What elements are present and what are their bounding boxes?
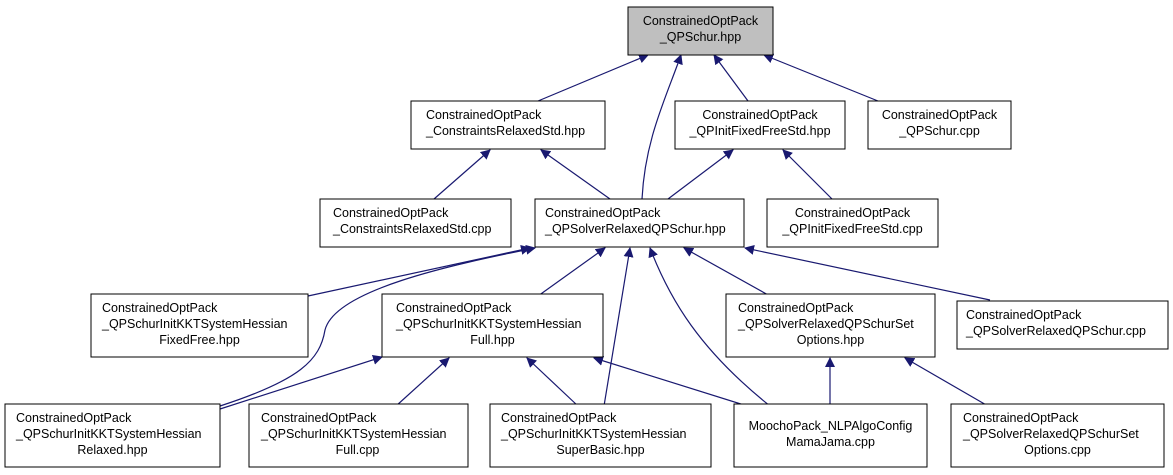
node-label: ConstrainedOptPack: [963, 411, 1079, 425]
node-qpschur-cpp[interactable]: ConstrainedOptPack _QPSchur.cpp: [867, 100, 1012, 150]
node-label: ConstrainedOptPack: [795, 206, 911, 220]
node-label: ConstrainedOptPack: [702, 108, 818, 122]
edge-solver-cpp-to-solver-hpp: [744, 244, 991, 301]
node-constraints-relaxed-std-hpp[interactable]: ConstrainedOptPack _ConstraintsRelaxedSt…: [410, 100, 606, 150]
node-label: Options.hpp: [797, 333, 864, 347]
edge-superbasic-hpp-to-full-hpp: [526, 357, 579, 407]
node-qpinit-fixed-free-std-cpp[interactable]: ConstrainedOptPack _QPInitFixedFreeStd.c…: [766, 198, 939, 248]
node-label: Relaxed.hpp: [77, 443, 147, 457]
node-qpschur-hpp[interactable]: ConstrainedOptPack _QPSchur.hpp: [627, 6, 774, 56]
node-label: ConstrainedOptPack: [396, 301, 512, 315]
edge-solver-hpp-to-root: [641, 54, 683, 200]
node-label: _QPSchurInitKKTSystemHessian: [15, 427, 202, 441]
node-label: _QPSchur.cpp: [898, 124, 980, 138]
node-label: _QPSchur.hpp: [659, 30, 741, 44]
node-label: MoochoPack_NLPAlgoConfig: [749, 419, 913, 433]
edge-qpschur-cpp-to-root: [763, 53, 879, 102]
node-label: ConstrainedOptPack: [882, 108, 998, 122]
edge-crs-hpp-to-root: [537, 53, 649, 102]
edge-solver-hpp-to-qpi-hpp: [667, 149, 734, 200]
node-label: ConstrainedOptPack: [966, 308, 1082, 322]
edge-qpi-hpp-to-root: [713, 54, 749, 102]
edge-moocho-cpp-to-solver-hpp: [648, 247, 771, 407]
node-qpsolver-set-options-cpp[interactable]: ConstrainedOptPack _QPSolverRelaxedQPSch…: [950, 403, 1165, 468]
node-label: _QPSchurInitKKTSystemHessian: [395, 317, 582, 331]
node-label: ConstrainedOptPack: [545, 206, 661, 220]
node-kkt-hessian-relaxed-hpp[interactable]: ConstrainedOptPack _QPSchurInitKKTSystem…: [4, 403, 221, 468]
edge-full-cpp-to-full-hpp: [395, 357, 450, 407]
node-label: ConstrainedOptPack: [426, 108, 542, 122]
edge-solver-hpp-to-crs-hpp: [540, 149, 611, 200]
node-qpsolver-relaxed-qpschur-hpp[interactable]: ConstrainedOptPack _QPSolverRelaxedQPSch…: [534, 198, 745, 248]
node-label: _QPSolverRelaxedQPSchur.cpp: [965, 324, 1146, 338]
edge-ff-hpp-to-solver-hpp: [307, 245, 531, 297]
node-label: ConstrainedOptPack: [738, 301, 854, 315]
node-kkt-hessian-full-cpp[interactable]: ConstrainedOptPack _QPSchurInitKKTSystem…: [248, 403, 469, 468]
node-label: _QPSolverRelaxedQPSchurSet: [962, 427, 1139, 441]
node-label: Full.hpp: [470, 333, 515, 347]
node-label: ConstrainedOptPack: [501, 411, 617, 425]
node-label: ConstrainedOptPack: [333, 206, 449, 220]
node-label: _QPSchurInitKKTSystemHessian: [101, 317, 288, 331]
node-label: MamaJama.cpp: [786, 435, 875, 449]
node-label: Options.cpp: [1024, 443, 1091, 457]
edge-qpi-cpp-to-qpi-hpp: [782, 149, 833, 200]
node-qpsolver-relaxed-qpschur-cpp[interactable]: ConstrainedOptPack _QPSolverRelaxedQPSch…: [956, 300, 1169, 350]
node-label: _ConstraintsRelaxedStd.cpp: [332, 222, 491, 236]
node-label: _QPSolverRelaxedQPSchur.hpp: [544, 222, 726, 236]
node-label: ConstrainedOptPack: [643, 14, 759, 28]
edge-moocho-cpp-to-full-hpp: [593, 355, 761, 411]
node-moocho-nlpalgoconfig-mamajama-cpp[interactable]: MoochoPack_NLPAlgoConfig MamaJama.cpp: [733, 403, 928, 468]
node-label: _QPInitFixedFreeStd.cpp: [781, 222, 922, 236]
node-qpinit-fixed-free-std-hpp[interactable]: ConstrainedOptPack _QPInitFixedFreeStd.h…: [674, 100, 846, 150]
node-label: _QPSchurInitKKTSystemHessian: [500, 427, 687, 441]
node-label: ConstrainedOptPack: [102, 301, 218, 315]
node-label: Full.cpp: [336, 443, 380, 457]
node-qpsolver-set-options-hpp[interactable]: ConstrainedOptPack _QPSolverRelaxedQPSch…: [725, 293, 936, 358]
node-label: _QPSolverRelaxedQPSchurSet: [737, 317, 914, 331]
edge-superbasic-hpp-to-solver-hpp: [603, 247, 634, 407]
node-label: _ConstraintsRelaxedStd.hpp: [425, 124, 585, 138]
node-kkt-hessian-full-hpp[interactable]: ConstrainedOptPack _QPSchurInitKKTSystem…: [381, 293, 604, 358]
node-label: ConstrainedOptPack: [16, 411, 132, 425]
edge-crs-cpp-to-crs-hpp: [433, 149, 491, 200]
node-kkt-hessian-fixedfree-hpp[interactable]: ConstrainedOptPack _QPSchurInitKKTSystem…: [90, 293, 309, 358]
edge-relaxed-hpp-to-full-hpp: [219, 354, 383, 410]
node-label: ConstrainedOptPack: [261, 411, 377, 425]
edge-relaxed-hpp-to-solver-hpp: [219, 244, 536, 407]
dependency-edges: [219, 53, 991, 411]
node-label: _QPSchurInitKKTSystemHessian: [260, 427, 447, 441]
edge-full-hpp-to-solver-hpp: [537, 247, 606, 297]
node-label: _QPInitFixedFreeStd.hpp: [688, 124, 830, 138]
node-label: SuperBasic.hpp: [556, 443, 644, 457]
node-constraints-relaxed-std-cpp[interactable]: ConstrainedOptPack _ConstraintsRelaxedSt…: [319, 198, 512, 248]
node-kkt-hessian-superbasic-hpp[interactable]: ConstrainedOptPack _QPSchurInitKKTSystem…: [489, 403, 712, 468]
edge-setopt-hpp-to-solver-hpp: [683, 247, 771, 297]
edge-setopt-cpp-to-setopt-hpp: [904, 357, 989, 407]
node-label: FixedFree.hpp: [159, 333, 240, 347]
